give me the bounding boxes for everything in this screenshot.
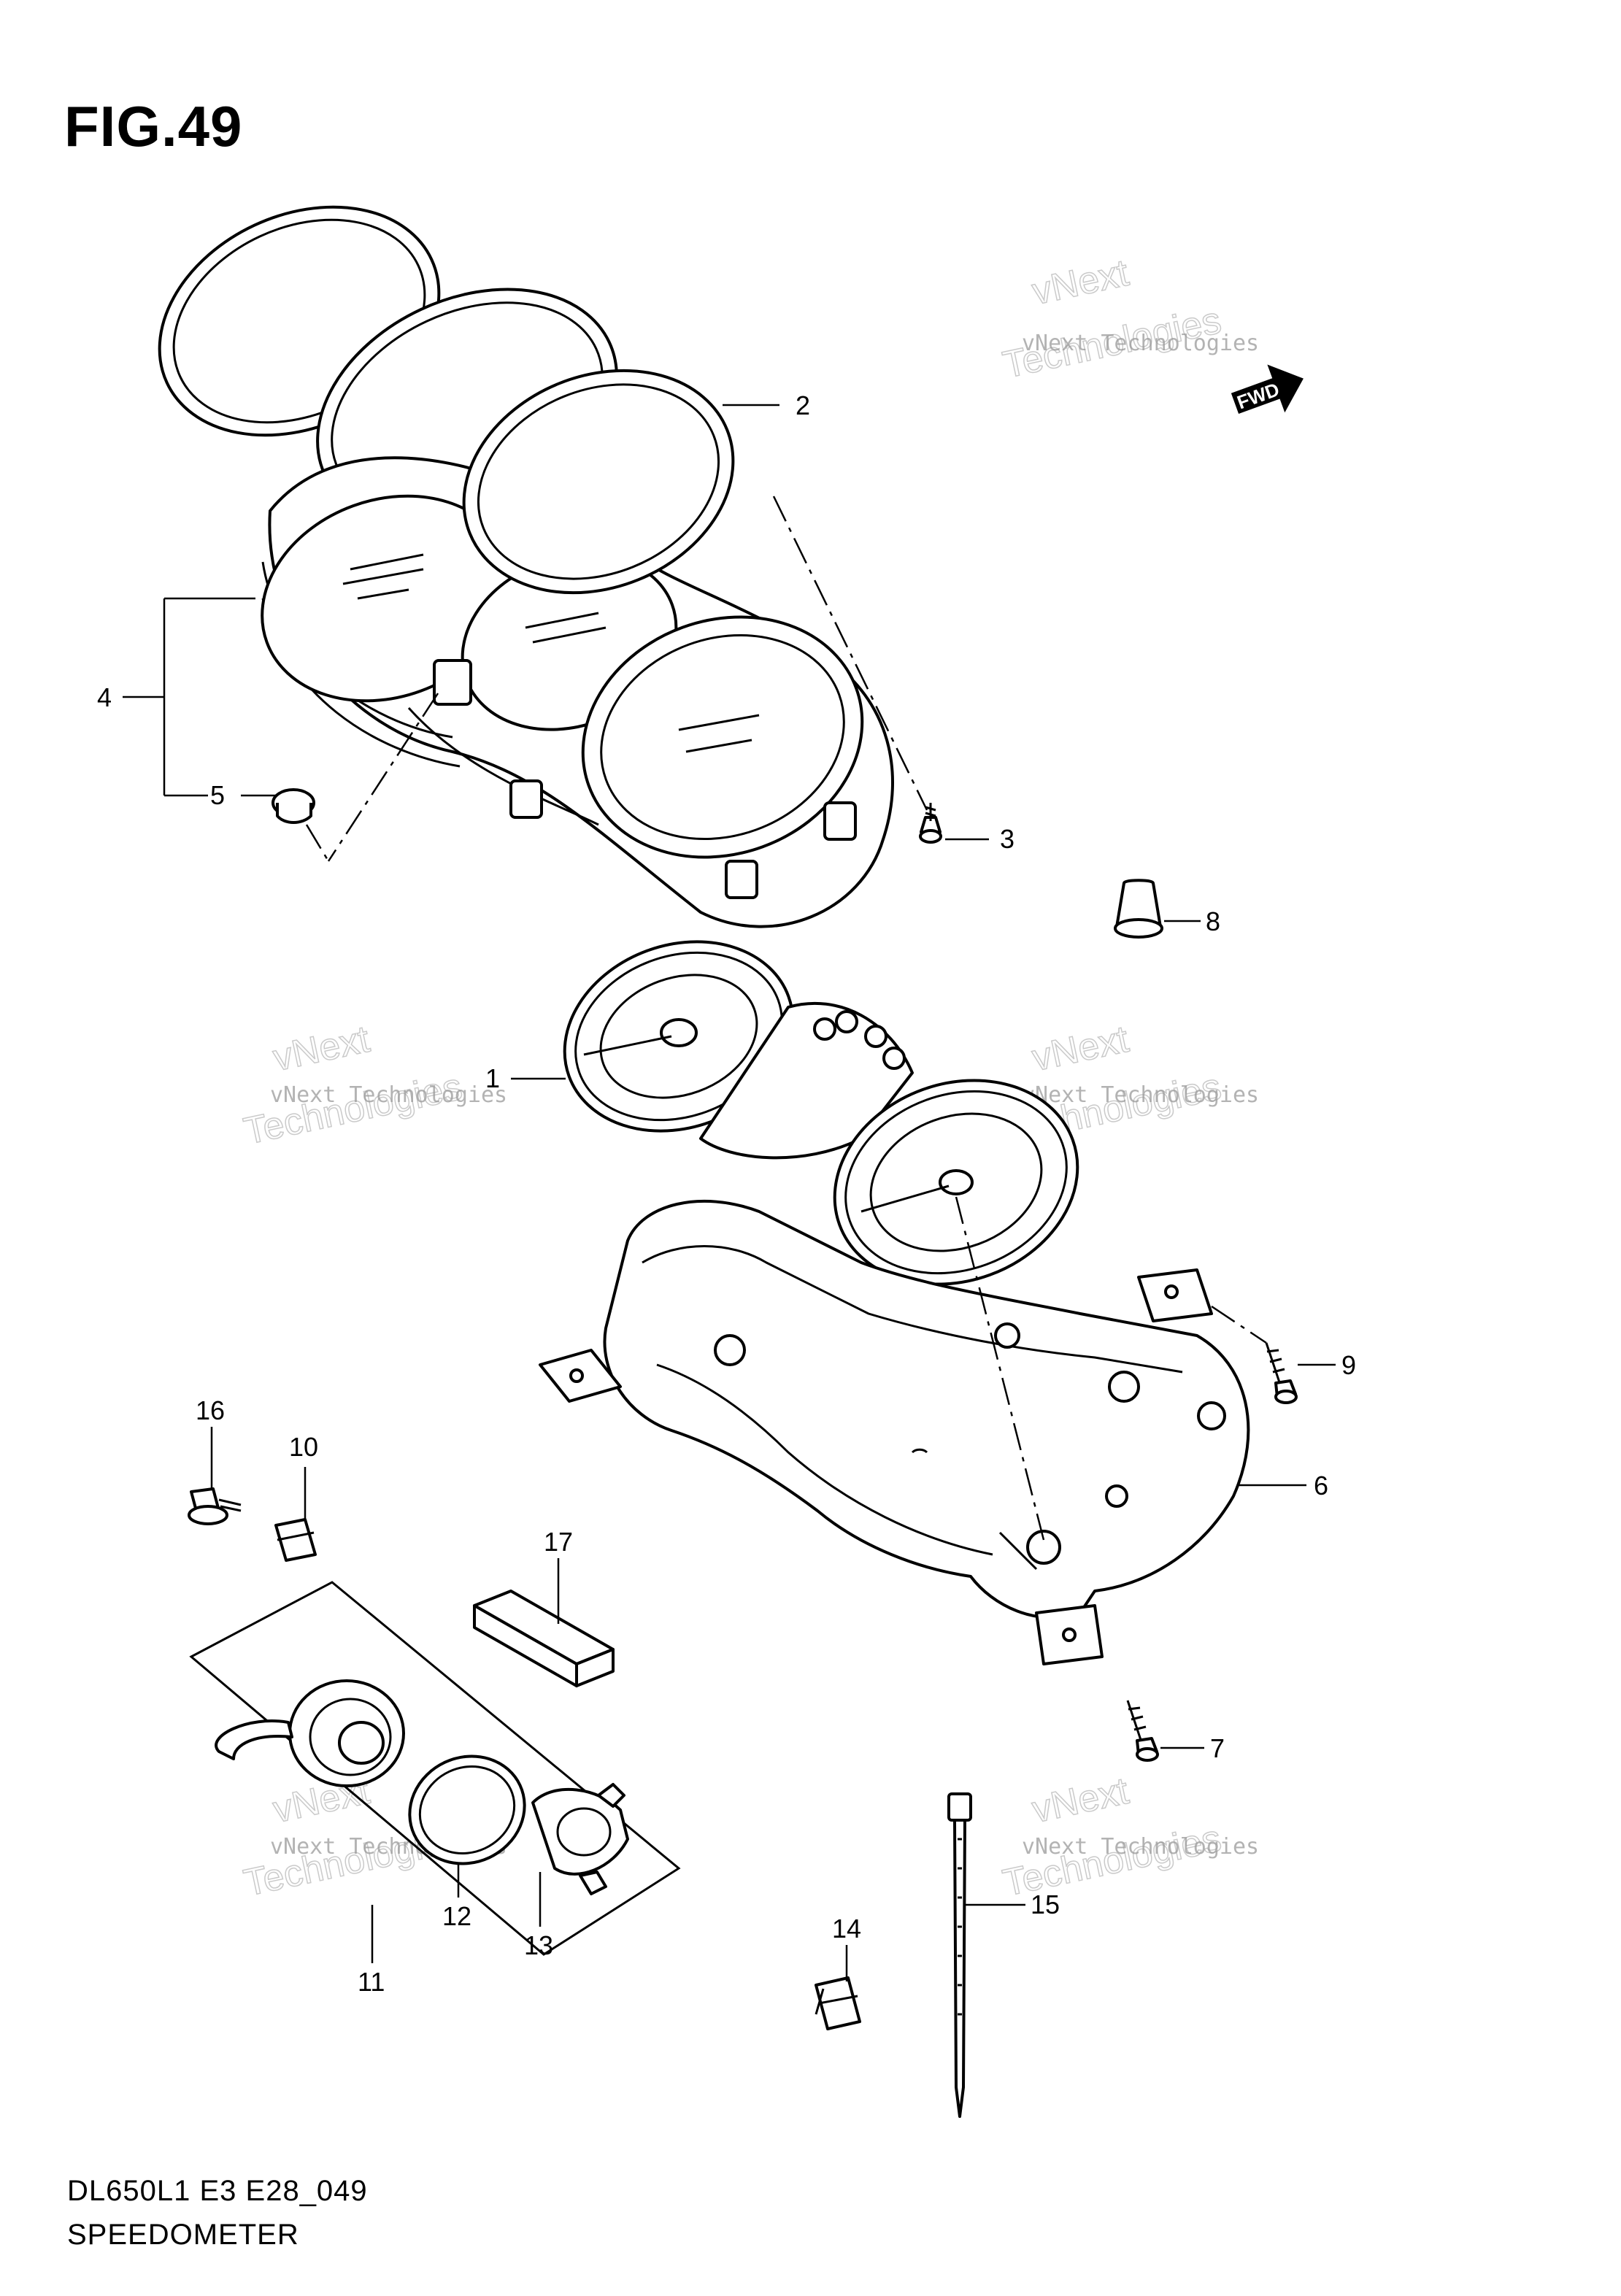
bolt-16 <box>188 1487 242 1525</box>
meter-case <box>539 1199 1250 1665</box>
svg-text:Technologies: Technologies <box>240 1066 466 1153</box>
callout-14: 14 <box>832 1914 861 1943</box>
figure-name: SPEEDOMETER <box>67 2219 299 2251</box>
screw-7 <box>1126 1700 1159 1762</box>
callout-1: 1 <box>485 1063 500 1093</box>
callout-16: 16 <box>196 1395 225 1425</box>
meter-assembly <box>563 940 1079 1286</box>
svg-text:vNext: vNext <box>1028 1770 1133 1831</box>
clamp-14 <box>815 1976 861 2030</box>
callout-17: 17 <box>544 1527 573 1557</box>
callout-8: 8 <box>1206 906 1220 936</box>
callout-11: 11 <box>358 1967 385 1997</box>
grommet <box>272 788 315 824</box>
sensor-kit <box>189 1581 681 1956</box>
callout-6: 6 <box>1314 1471 1328 1501</box>
assembly-lines <box>305 496 1267 1541</box>
watermark-text-6: vNext Technologies <box>1022 1834 1259 1860</box>
cap <box>1114 879 1163 939</box>
callout-2: 2 <box>796 390 810 420</box>
screw-9 <box>1265 1342 1298 1404</box>
watermark-text-2: vNext Technologies <box>1022 331 1259 356</box>
clamp-10 <box>274 1518 317 1562</box>
cable-tie <box>947 1792 972 2118</box>
screw-3 <box>919 803 942 844</box>
watermark-3: vNext Technologies <box>239 1017 466 1153</box>
svg-text:vNext: vNext <box>1028 252 1133 313</box>
fwd-label: FWD <box>1234 378 1282 413</box>
lens-ring <box>462 369 735 595</box>
callout-12: 12 <box>442 1901 471 1931</box>
callout-7: 7 <box>1210 1733 1225 1763</box>
callout-numbers: 1 2 3 4 5 6 7 8 9 10 11 12 13 14 15 16 1… <box>97 390 1356 1997</box>
svg-text:vNext: vNext <box>1028 1018 1133 1079</box>
watermark-2: vNext Technologies <box>998 251 1225 387</box>
svg-text:vNext: vNext <box>269 1018 374 1079</box>
pad-17 <box>473 1590 615 1687</box>
callout-4: 4 <box>97 682 112 712</box>
fwd-arrow-icon: FWD <box>1231 364 1304 414</box>
callout-13: 13 <box>524 1930 553 1960</box>
callout-9: 9 <box>1341 1350 1356 1380</box>
figure-title: FIG.49 <box>64 94 243 158</box>
callout-5: 5 <box>210 780 225 810</box>
figure-code: DL650L1 E3 E28_049 <box>67 2175 368 2207</box>
callout-3: 3 <box>1000 824 1014 854</box>
watermark-text-3: vNext Technologies <box>270 1082 507 1108</box>
callout-15: 15 <box>1031 1889 1060 1919</box>
watermark-6: vNext Technologies <box>998 1769 1225 1905</box>
leader-lines <box>123 404 1336 1981</box>
watermark-text-4: vNext Technologies <box>1022 1082 1259 1108</box>
callout-10: 10 <box>289 1432 318 1462</box>
